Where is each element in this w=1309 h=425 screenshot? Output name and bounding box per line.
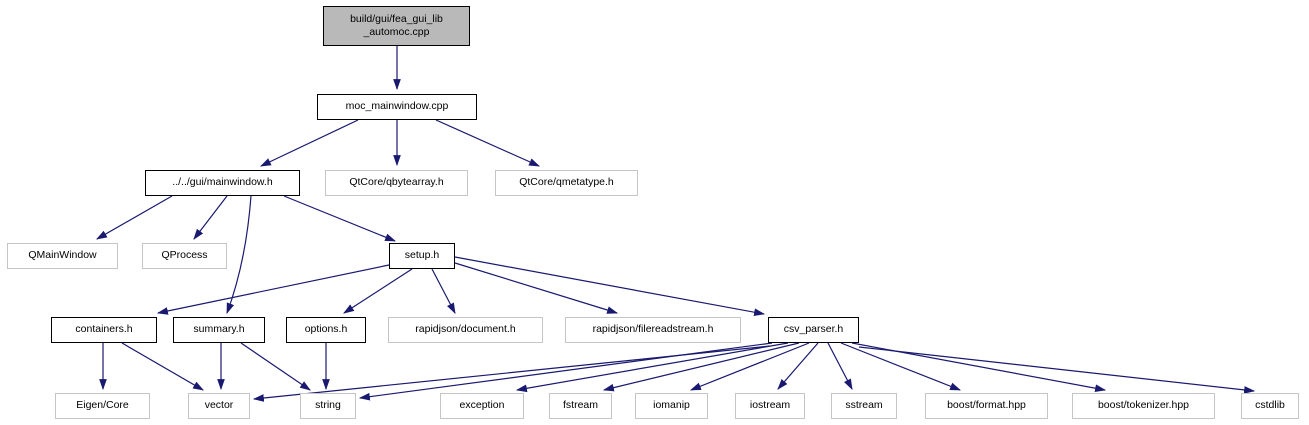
- edge-mainwindow-to-summary: [226, 195, 252, 315]
- node-rapidjson-filereadstream: rapidjson/filereadstream.h: [565, 317, 741, 343]
- edge-setup-to-rapidjson-filereadstream: [454, 262, 619, 314]
- edge-csv-parser-to-iomanip: [689, 342, 810, 391]
- node-sstream: sstream: [831, 393, 897, 419]
- edge-csv-parser-to-iostream: [777, 342, 819, 390]
- edge-csv-parser-to-fstream: [602, 342, 800, 392]
- edge-mainwindow-to-setup: [283, 195, 397, 242]
- edge-csv-parser-to-exception: [515, 342, 789, 393]
- node-boost-tokenizer: boost/tokenizer.hpp: [1072, 393, 1215, 419]
- node-summary[interactable]: summary.h: [173, 317, 265, 343]
- node-csv-parser[interactable]: csv_parser.h: [768, 317, 859, 343]
- node-qprocess: QProcess: [142, 243, 227, 269]
- edge-containers-to-vector: [121, 342, 204, 391]
- node-moc-mainwindow[interactable]: moc_mainwindow.cpp: [317, 94, 477, 120]
- node-fstream: fstream: [549, 393, 612, 419]
- edge-mainwindow-to-qmainwindow: [96, 195, 173, 240]
- node-containers[interactable]: containers.h: [51, 317, 157, 343]
- edge-setup-to-rapidjson-document: [431, 268, 456, 314]
- node-iomanip: iomanip: [635, 393, 708, 419]
- edge-csv-parser-to-string: [358, 342, 773, 401]
- node-qmainwindow: QMainWindow: [7, 243, 118, 269]
- edge-csv-parser-to-boost-format: [840, 342, 962, 391]
- edge-setup-to-containers: [156, 264, 390, 315]
- node-iostream: iostream: [735, 393, 805, 419]
- node-vector: vector: [188, 393, 250, 419]
- node-string: string: [300, 393, 356, 419]
- node-mainwindow[interactable]: ../../gui/mainwindow.h: [145, 170, 300, 196]
- node-eigen-core: Eigen/Core: [55, 393, 150, 419]
- edge-moc-mainwindow-to-mainwindow: [260, 119, 359, 167]
- edge-csv-parser-to-sstream: [827, 342, 853, 390]
- node-boost-format: boost/format.hpp: [925, 393, 1048, 419]
- edge-moc-mainwindow-to-qmetatype: [435, 119, 541, 167]
- edge-csv-parser-to-cstdlib: [858, 346, 1256, 394]
- node-exception: exception: [440, 393, 524, 419]
- edge-setup-to-csv-parser: [454, 256, 766, 316]
- edge-summary-to-string: [240, 342, 311, 391]
- node-qmetatype: QtCore/qmetatype.h: [495, 170, 638, 196]
- node-setup[interactable]: setup.h: [389, 243, 455, 269]
- edge-mainwindow-to-qprocess: [193, 195, 228, 240]
- node-options[interactable]: options.h: [286, 317, 366, 343]
- node-qbytearray: QtCore/qbytearray.h: [325, 170, 468, 196]
- edge-setup-to-options: [343, 268, 413, 314]
- node-rapidjson-document: rapidjson/document.h: [388, 317, 543, 343]
- node-cstdlib: cstdlib: [1241, 393, 1299, 419]
- node-automoc: build/gui/fea_gui_lib _automoc.cpp: [323, 6, 470, 46]
